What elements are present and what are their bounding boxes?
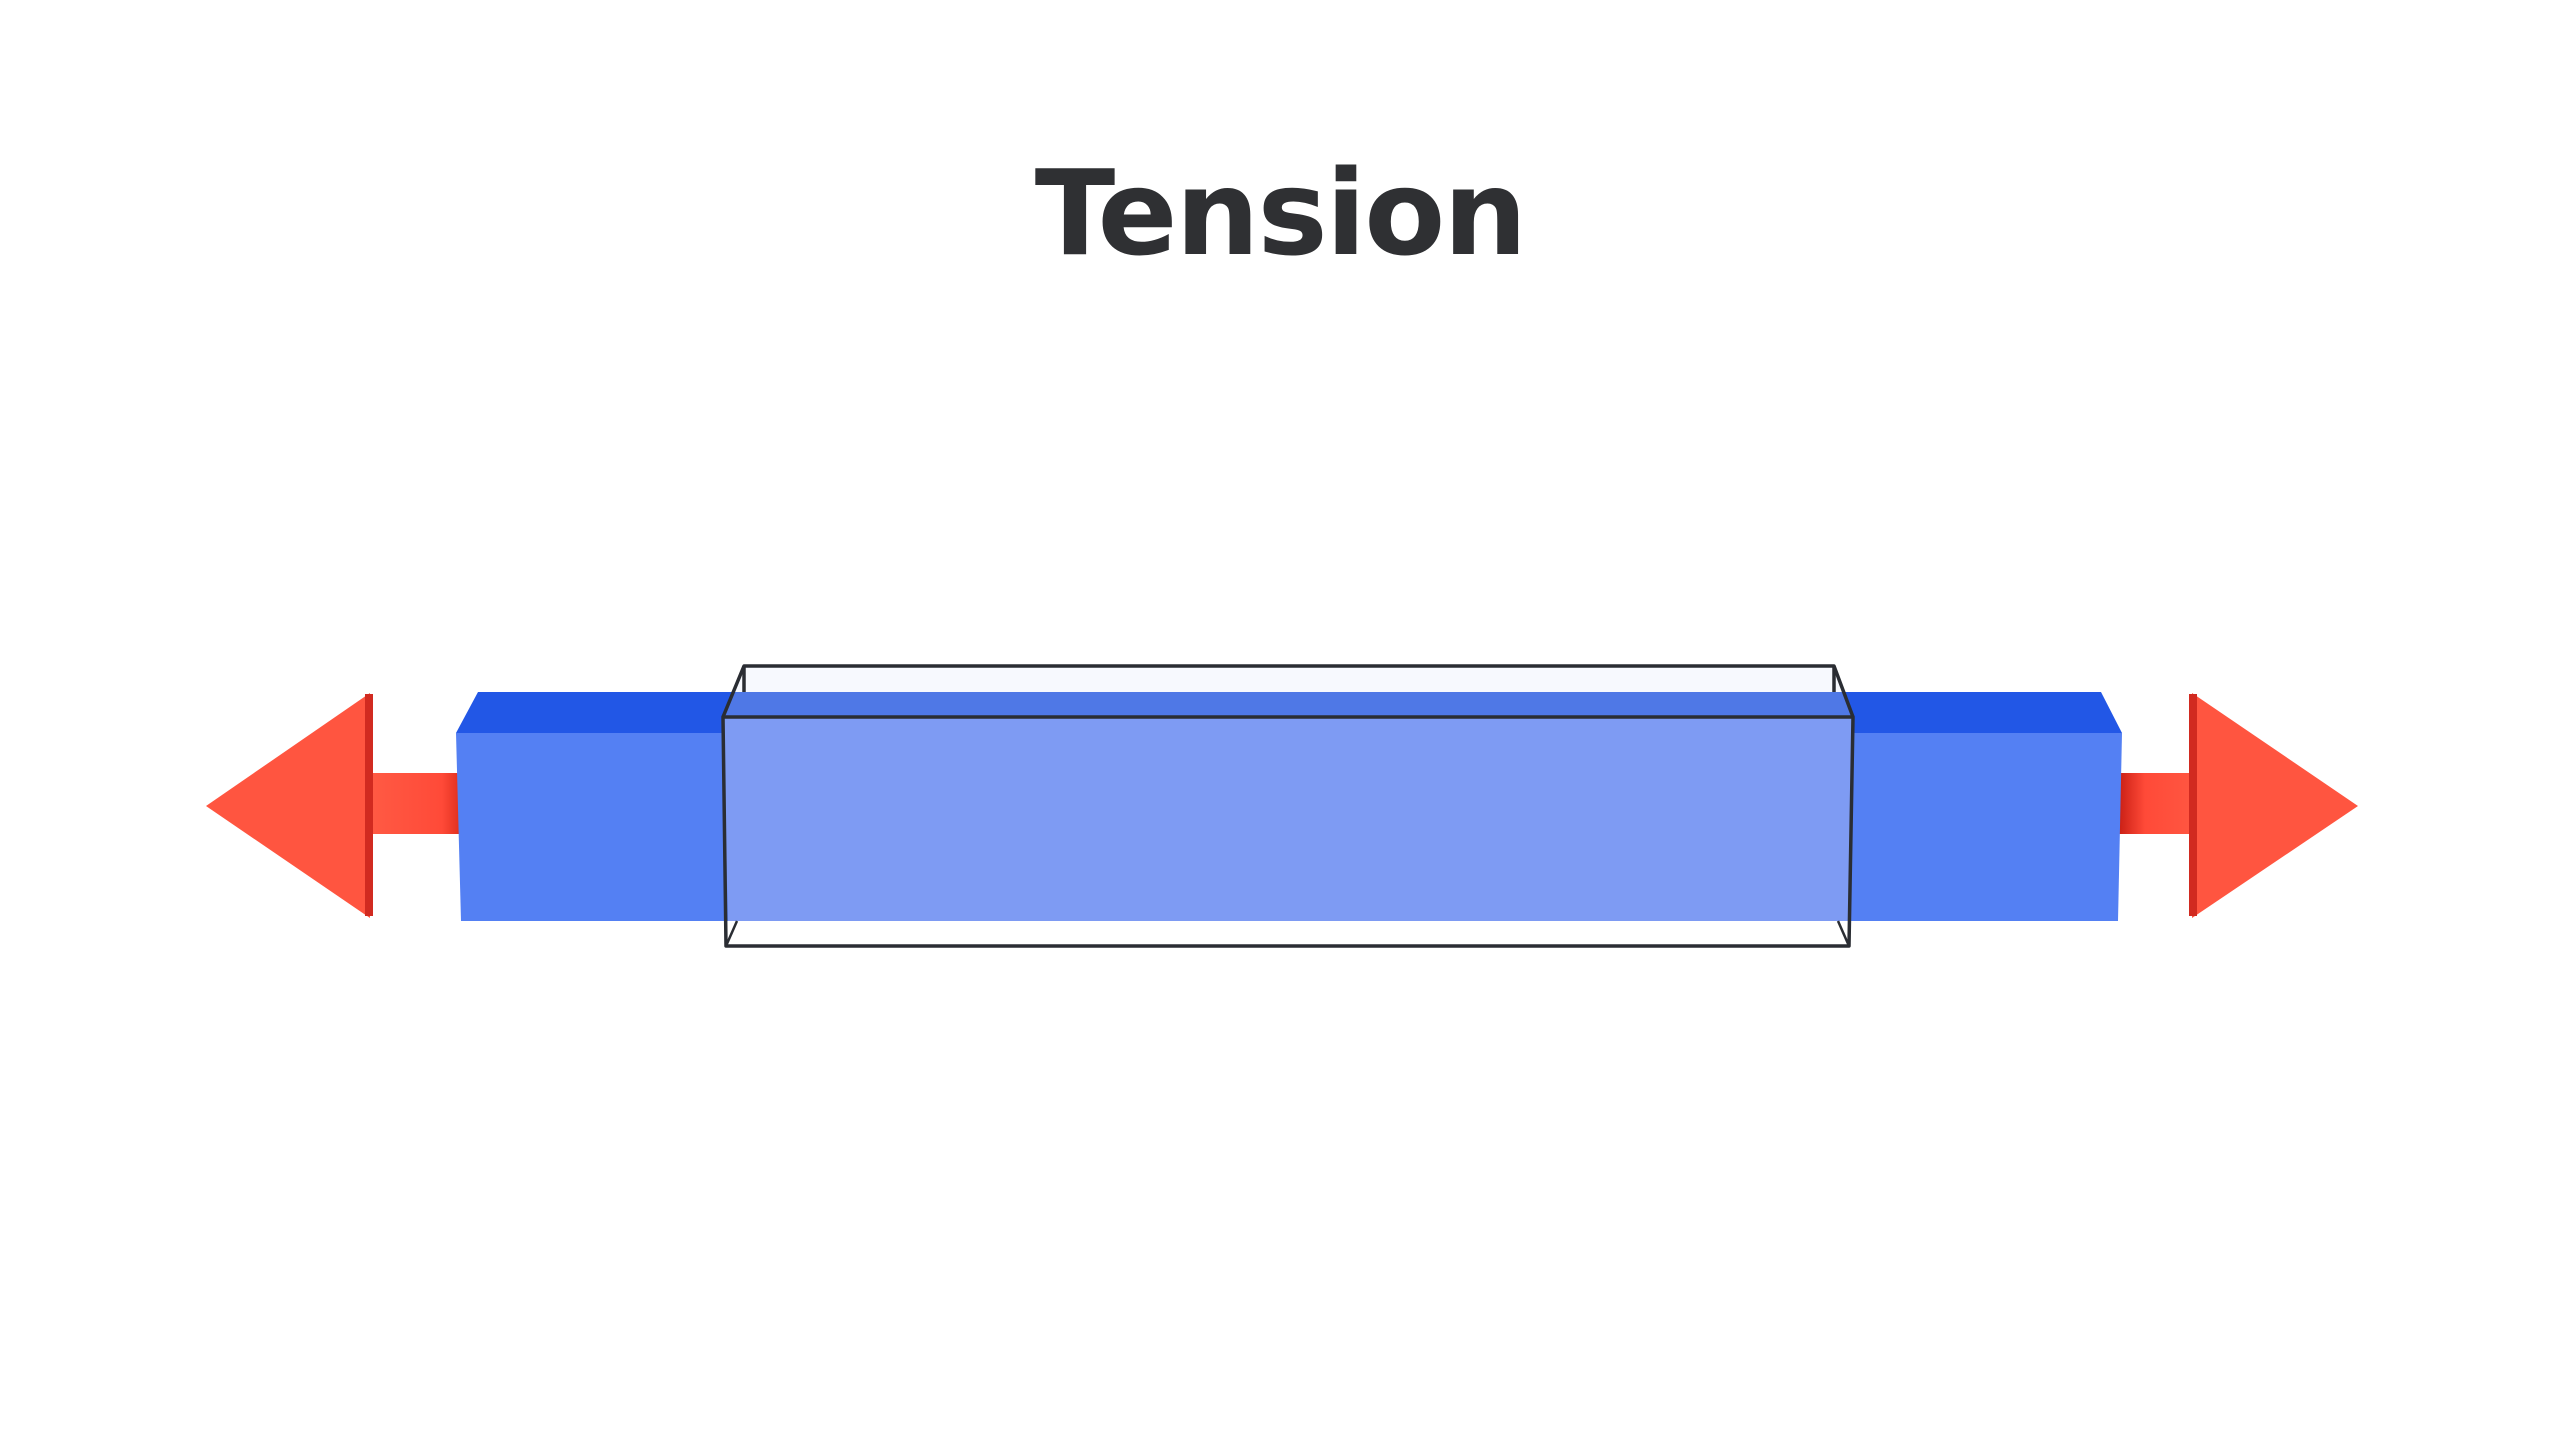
diagram-title: Tension [1034, 144, 1528, 282]
left-arrow-shaft [370, 773, 460, 834]
left-arrow-head [206, 693, 370, 918]
right-arrow-head [2192, 693, 2358, 918]
outline-back-bottom-left [724, 920, 739, 947]
right-pull-arrow [2118, 693, 2358, 918]
outline-bottom-white [726, 921, 1849, 946]
outline-back-bottom-right [1836, 920, 1851, 947]
left-pull-arrow [206, 693, 460, 918]
outline-back-top-edge [721, 664, 1855, 718]
outline-faded-bar-top [723, 692, 1853, 717]
outline-front-face-fill [723, 717, 1853, 921]
right-arrow-head-edge [2189, 694, 2197, 916]
wireframe-box-outline [721, 664, 1855, 948]
left-arrow-head-edge [365, 694, 373, 916]
